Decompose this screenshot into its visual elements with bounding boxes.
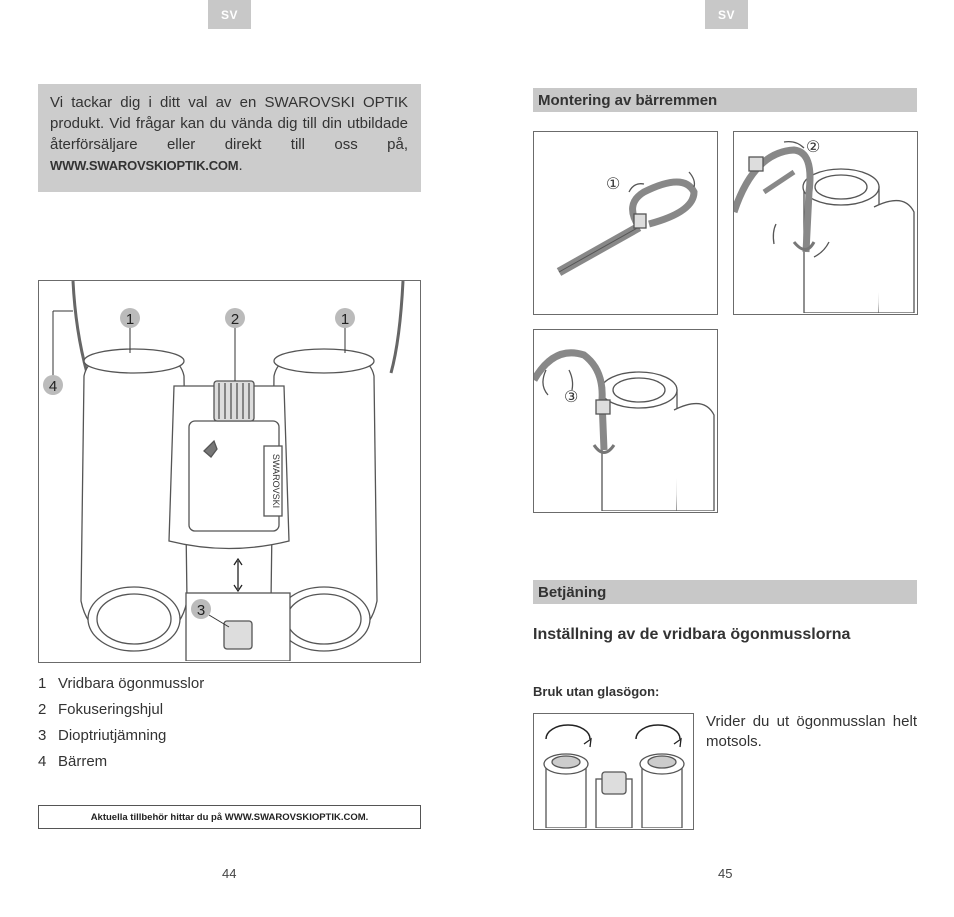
callout-1-right: 1	[335, 308, 355, 353]
legend-label: Vridbara ögonmusslor	[58, 675, 205, 692]
legend-item-1: 1 Vridbara ögonmusslor	[38, 675, 204, 692]
callout-3: 3	[191, 599, 230, 628]
accessories-note: Aktuella tillbehör hittar du på WWW.SWAR…	[38, 805, 421, 829]
instruction-text: Vrider du ut ögonmusslan helt motsols.	[706, 713, 917, 750]
strap-step-1-label: ①	[606, 176, 620, 193]
strap-step-3-drawing: ③	[530, 349, 715, 512]
eyecup-subheading: Inställning av de vridbara ögonmusslorna	[533, 626, 851, 643]
strap-step-3-figure: ③	[530, 329, 718, 513]
svg-text:1: 1	[126, 311, 134, 328]
section-title-strap: Montering av bärremmen	[533, 88, 917, 112]
without-glasses-heading: Bruk utan glasögon:	[533, 684, 660, 699]
strap-step-2-figure: ②	[730, 131, 918, 315]
legend-item-4: 4 Bärrem	[38, 753, 107, 770]
svg-text:4: 4	[49, 378, 57, 395]
section-title-operation: Betjäning	[533, 580, 917, 604]
legend-num: 4	[38, 753, 47, 770]
legend-num: 2	[38, 701, 47, 718]
legend-label: Bärrem	[58, 753, 108, 770]
page-number-left: 44	[222, 866, 237, 881]
legend-num: 3	[38, 727, 47, 744]
strap-step-1-drawing: ①	[556, 171, 698, 276]
intro-box	[38, 84, 421, 192]
legend-num: 1	[38, 675, 47, 692]
language-tab-left: SV	[208, 0, 251, 29]
strap-step-2-label: ②	[806, 139, 820, 156]
intro-url-suffix: .	[238, 157, 243, 174]
strap-step-2-drawing: ②	[730, 139, 915, 314]
svg-text:2: 2	[231, 311, 239, 328]
callout-4: 4	[43, 310, 73, 395]
intro-text: Vi tackar dig i ditt val av en SWAROVSKI…	[50, 92, 408, 176]
callout-2: 2	[225, 308, 245, 381]
legend-item-2: 2 Fokuseringshjul	[38, 701, 163, 718]
legend-label: Fokuseringshjul	[58, 701, 164, 718]
binocular-drawing: SWAROVSKI 1 2 1 4 3	[43, 280, 405, 662]
strap-step-1-figure: ①	[533, 131, 718, 315]
brand-plate-text: SWAROVSKI	[271, 454, 281, 508]
page-number-right: 45	[718, 866, 733, 881]
callout-1-left: 1	[120, 308, 140, 353]
eyecup-figure	[533, 713, 694, 830]
intro-sentence: Vi tackar dig i ditt val av en SWAROVSKI…	[50, 94, 408, 153]
legend-item-3: 3 Dioptriutjämning	[38, 727, 166, 744]
legend-label: Dioptriutjämning	[58, 727, 167, 744]
binocular-figure: SWAROVSKI 1 2 1 4 3	[38, 280, 421, 663]
svg-text:3: 3	[197, 602, 205, 619]
eyecup-drawing	[543, 724, 685, 829]
strap-step-3-label: ③	[564, 389, 578, 406]
intro-url[interactable]: WWW.SWAROVSKIOPTIK.COM	[50, 158, 239, 173]
language-tab-right: SV	[705, 0, 748, 29]
svg-text:1: 1	[341, 311, 349, 328]
